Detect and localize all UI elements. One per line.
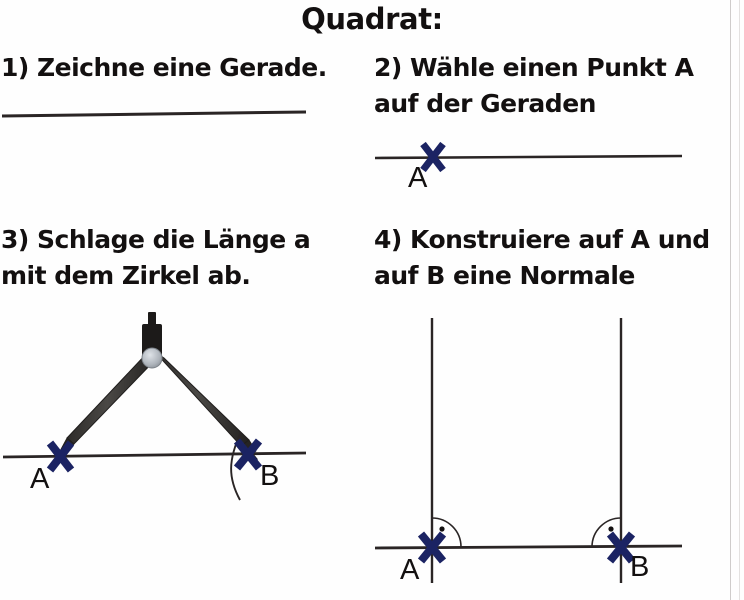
- construction-arc-B: [230, 431, 242, 501]
- baseline-step3: [2, 451, 307, 459]
- x-mark-A-step3: [46, 440, 75, 473]
- point-label-A-step3: A: [30, 463, 50, 495]
- point-label-A-step4: A: [400, 554, 420, 586]
- compass-hinge: [141, 347, 163, 369]
- x-mark-A-step2: [420, 141, 446, 173]
- scan-edge-line-outer: [739, 0, 740, 600]
- right-angle-marker-A: [431, 517, 462, 548]
- right-angle-marker-B: [591, 517, 622, 548]
- baseline-step4: [374, 544, 683, 550]
- step-2-heading-line-1: 2) Wähle einen Punkt A: [374, 53, 694, 82]
- x-mark-A-step4: [417, 531, 447, 564]
- baseline-step1: [1, 110, 307, 118]
- baseline-step2: [374, 154, 683, 160]
- point-label-B-step4: B: [630, 551, 650, 583]
- step-4-heading-line-1: 4) Konstruiere auf A und: [374, 225, 710, 254]
- step-2-heading-line-2: auf der Geraden: [374, 89, 596, 118]
- step-2-figure: [370, 130, 700, 200]
- step-3-heading-line-2: mit dem Zirkel ab.: [1, 261, 251, 290]
- step-4-heading-line-2: auf B eine Normale: [374, 261, 635, 290]
- page-title: Quadrat:: [301, 2, 443, 36]
- step-4-figure: [370, 310, 710, 595]
- scan-edge-line: [730, 0, 731, 600]
- x-mark-B-step3: [233, 438, 263, 471]
- x-mark-B-step4: [606, 531, 636, 564]
- point-label-B-step3: B: [260, 460, 280, 492]
- compass-left-leg: [57, 351, 158, 459]
- step-1-heading: 1) Zeichne eine Gerade.: [1, 53, 327, 82]
- step-3-heading-line-1: 3) Schlage die Länge a: [1, 225, 311, 254]
- point-label-A-step2: A: [408, 162, 428, 194]
- step-3-figure: [0, 310, 340, 510]
- step-1-figure: [0, 95, 330, 135]
